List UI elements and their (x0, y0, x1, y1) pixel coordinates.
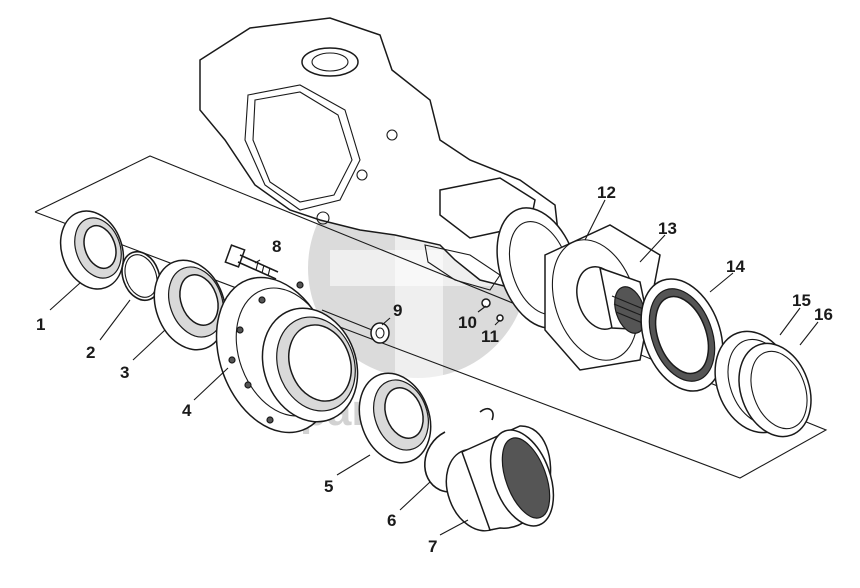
part-13-shaft (576, 266, 693, 355)
part-14-gasket (640, 278, 724, 392)
callout-16: 16 (814, 305, 833, 324)
callout-8: 8 (272, 237, 281, 256)
part-7-ring-gear (445, 425, 555, 532)
axle-housing (199, 17, 580, 329)
part-1-seal (59, 210, 125, 290)
callout-11: 11 (481, 327, 499, 346)
part-4-wheel-hub (215, 276, 359, 434)
callout-13: 13 (658, 219, 677, 238)
callout-12: 12 (597, 183, 616, 202)
part-8-bolt (224, 244, 279, 280)
part-15-16-rings (714, 330, 812, 438)
part-5-bearing (358, 372, 432, 464)
callout-7: 7 (428, 537, 437, 556)
part-9-nut (321, 309, 390, 344)
callout-4: 4 (182, 401, 192, 420)
callout-6: 6 (387, 511, 396, 530)
part-2-snap-ring (121, 250, 161, 302)
callout-1: 1 (36, 315, 45, 334)
part-3-bearing (153, 259, 227, 351)
callout-14: 14 (726, 257, 745, 276)
callout-15: 15 (792, 291, 811, 310)
callout-5: 5 (324, 477, 333, 496)
part-10-11-fittings (481, 298, 504, 322)
callout-9: 9 (393, 301, 402, 320)
leader-lines (49, 199, 819, 536)
callout-2: 2 (86, 343, 95, 362)
callout-10: 10 (458, 313, 477, 332)
assembly-frame (34, 155, 828, 479)
callout-3: 3 (120, 363, 129, 382)
